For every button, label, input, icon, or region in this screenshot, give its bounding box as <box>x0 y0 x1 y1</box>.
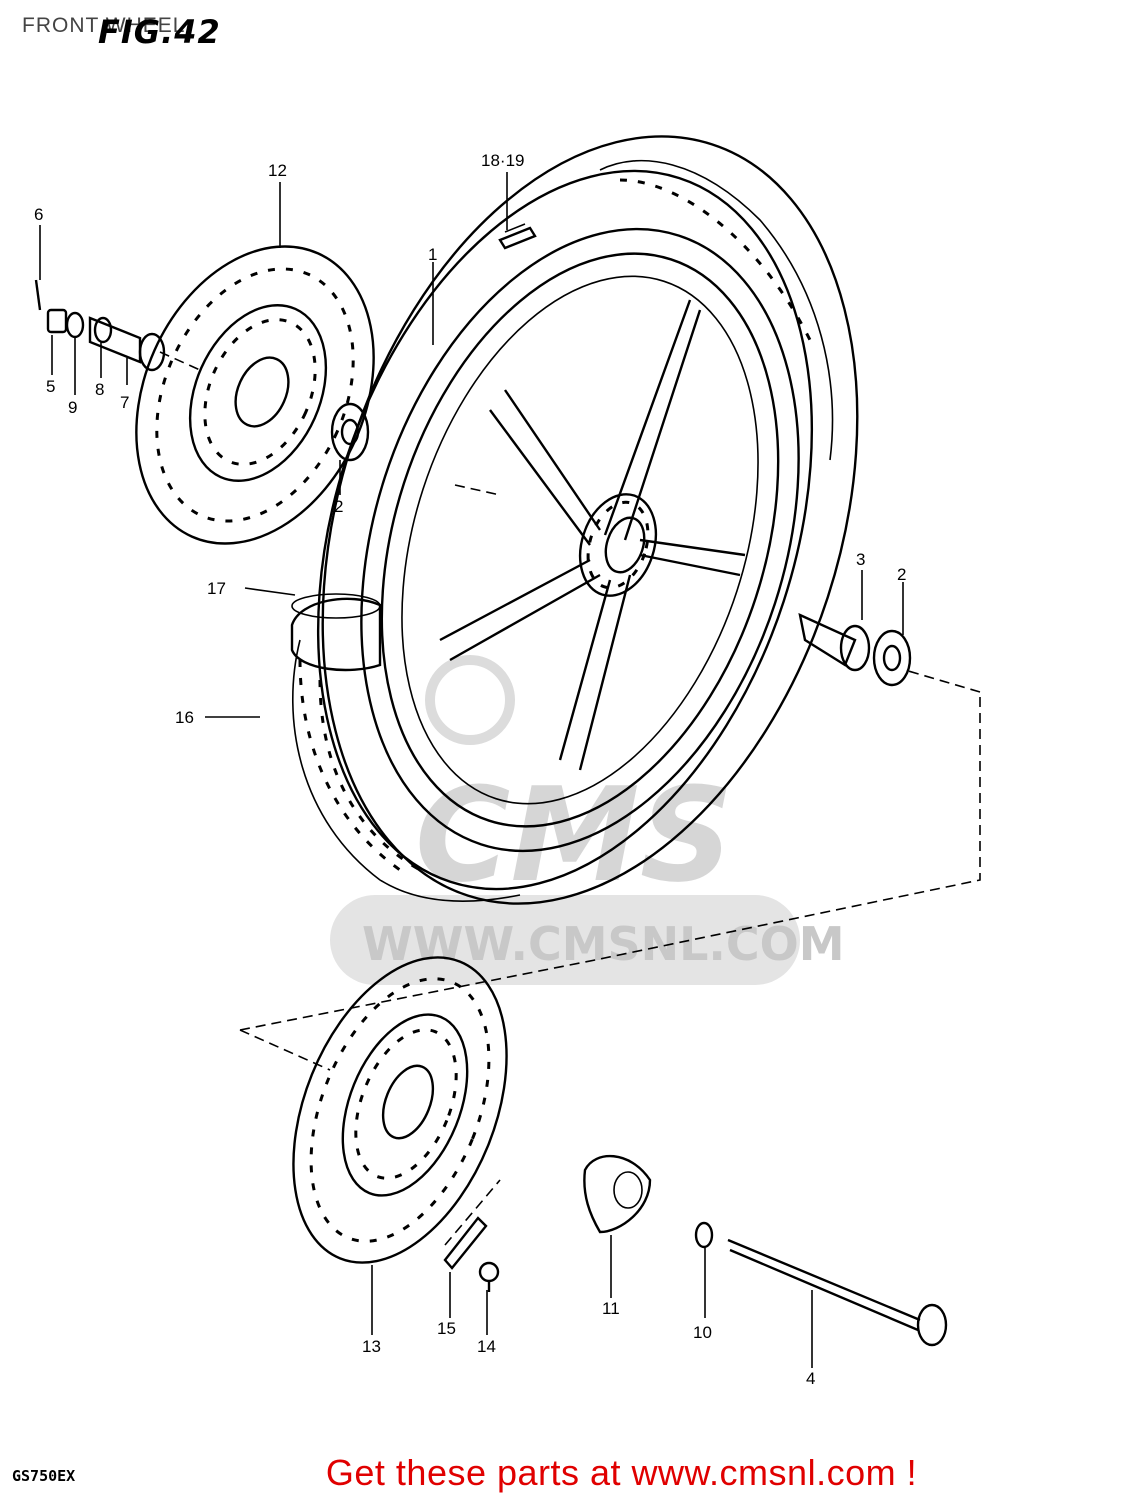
disc-bolts <box>443 1216 500 1292</box>
callout-18-19: 18·19 <box>481 151 524 170</box>
callout-16: 16 <box>175 708 194 727</box>
rim-band <box>290 593 382 672</box>
callout-2-left: 2 <box>334 497 343 516</box>
rim <box>360 227 800 853</box>
diagram-caption: FRONT WHEEL <box>22 14 186 37</box>
spokes <box>439 299 746 771</box>
wheel-hub <box>578 493 658 597</box>
figure-number: FIG.42 <box>98 13 221 51</box>
assembly-guides <box>159 351 981 1246</box>
callout-11: 11 <box>602 1299 620 1318</box>
speedometer-gearbox <box>583 1155 652 1234</box>
valve <box>498 223 537 250</box>
right-side-hardware <box>798 612 912 687</box>
model-code: GS750EX <box>12 1467 76 1485</box>
brake-disc-left <box>135 245 375 545</box>
watermark-url: WWW.CMSNL.COM <box>362 917 845 971</box>
callout-3: 3 <box>856 550 865 569</box>
callout-15: 15 <box>437 1319 456 1338</box>
callout-2-right: 2 <box>897 565 906 584</box>
callout-17: 17 <box>207 579 226 598</box>
callout-9: 9 <box>68 398 77 417</box>
callout-6: 6 <box>34 205 43 224</box>
callout-4: 4 <box>806 1369 815 1388</box>
axle <box>694 1221 948 1347</box>
bearing-left <box>330 402 370 462</box>
parts-link[interactable]: Get these parts at www.cmsnl.com ! <box>325 1452 918 1493</box>
left-side-hardware <box>34 279 166 372</box>
callouts: 12 18·19 6 1 5 9 8 7 2 17 3 2 16 15 14 1… <box>34 151 906 1388</box>
leader-lines <box>39 172 904 1368</box>
callout-5: 5 <box>46 377 55 396</box>
callout-8: 8 <box>95 380 104 399</box>
cms-watermark: CMS WWW.CMSNL.COM <box>330 655 845 985</box>
callout-12: 12 <box>268 161 287 180</box>
brake-disc-right <box>292 956 508 1264</box>
callout-14: 14 <box>477 1337 496 1356</box>
callout-1: 1 <box>428 245 437 264</box>
callout-7: 7 <box>120 393 129 412</box>
callout-13: 13 <box>362 1337 381 1356</box>
callout-10: 10 <box>693 1323 712 1342</box>
